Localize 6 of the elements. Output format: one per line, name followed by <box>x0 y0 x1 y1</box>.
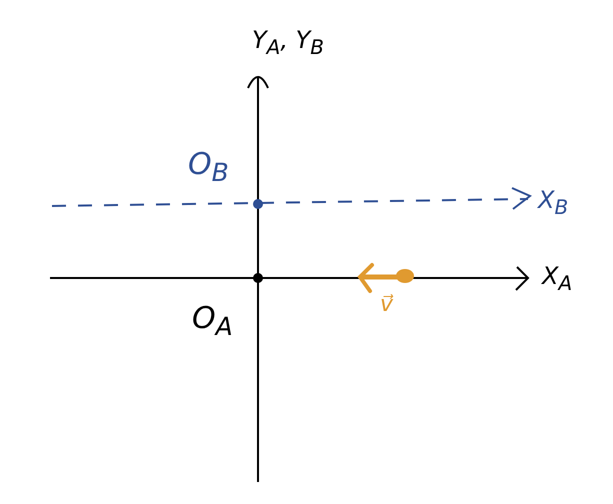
axis-label: X$_{A}$ <box>542 264 572 293</box>
axis-label: X$_{B}$ <box>538 188 568 217</box>
axis-label: O$_{B}$ <box>188 150 229 185</box>
axis-label: Y$_{A}$, Y$_{B}$ <box>252 28 324 57</box>
axis-label: O$_{A}$ <box>192 304 233 339</box>
axis-label: v⃗ <box>380 294 394 316</box>
